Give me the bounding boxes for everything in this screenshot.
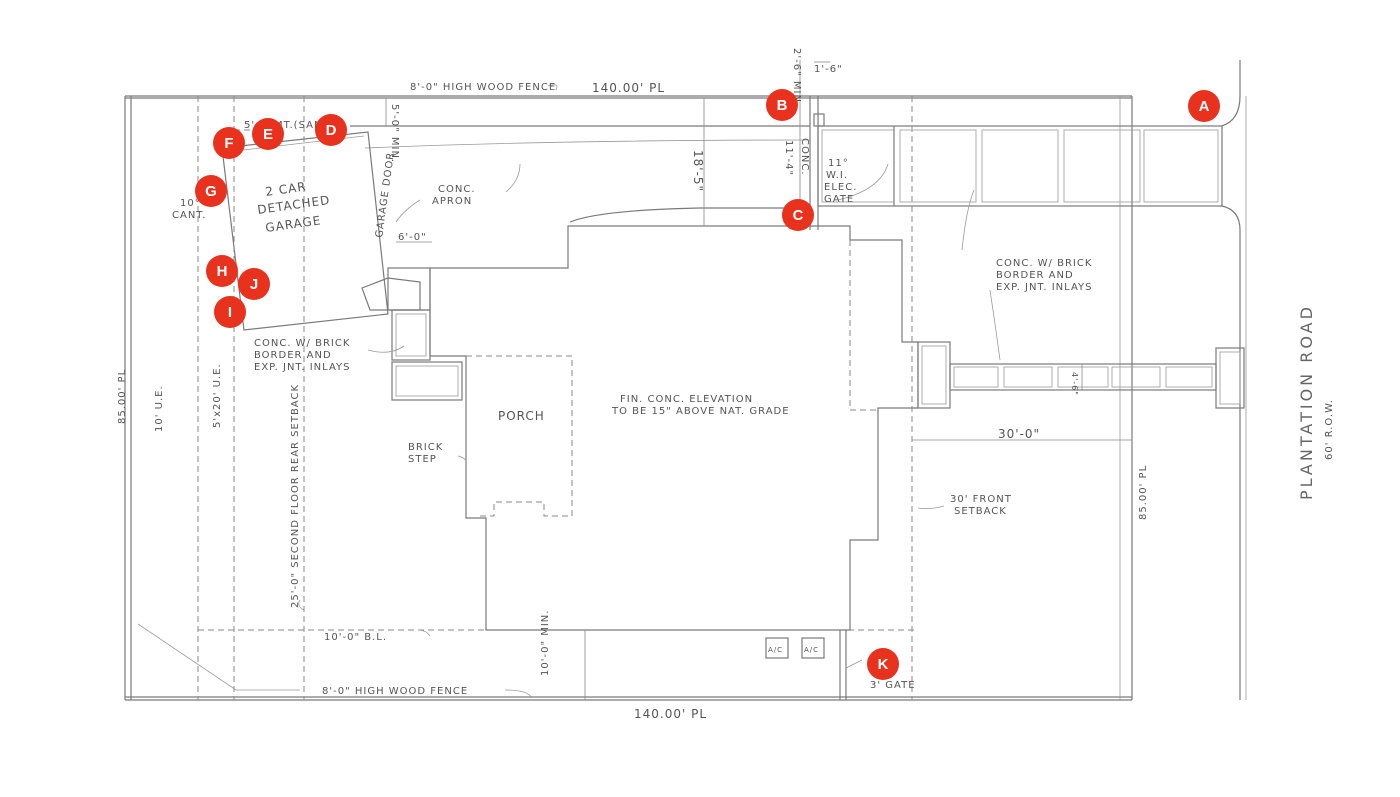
marker-g[interactable]: G <box>195 175 227 207</box>
min-10-label: 10'-0" MIN. <box>540 610 551 676</box>
setback-2-label: 2'-6" MIN. <box>791 48 802 107</box>
width-top-label: 140.00' PL <box>592 81 665 95</box>
conc-side-label: CONC. <box>799 138 810 176</box>
walk-left-label-3: EXP. JNT. INLAYS <box>254 362 350 373</box>
marker-c-label: C <box>793 207 804 224</box>
rear-setback-label: 25'-0" SECOND FLOOR REAR SETBACK <box>290 384 301 608</box>
gate-wi-label-4: GATE <box>824 194 854 205</box>
marker-e-label: E <box>263 126 273 143</box>
marker-b[interactable]: B <box>766 89 798 121</box>
gate-wi-label-3: ELEC. <box>824 182 857 193</box>
garage-label-3: GARAGE <box>264 213 322 235</box>
marker-c-dot <box>782 199 814 231</box>
front-walk <box>917 341 1245 409</box>
cant-label-1: 10° <box>180 198 201 209</box>
porch <box>466 355 573 517</box>
marker-i-dot <box>214 296 246 328</box>
gate-1-6-label: 1'-6" <box>814 64 843 75</box>
depth-right-label: 85.00' PL <box>1138 465 1149 520</box>
marker-b-dot <box>766 89 798 121</box>
marker-k[interactable]: K <box>867 648 899 680</box>
easement-top-label: 5' ESMT.(SAN.) <box>244 120 332 131</box>
road-edge <box>1221 60 1247 700</box>
marker-f-dot <box>213 127 245 159</box>
ue2-label: 5'x20' U.E. <box>212 363 223 428</box>
marker-d-label: D <box>326 122 337 139</box>
ac-2-label: A/C <box>804 646 819 654</box>
leader-arrows <box>137 84 1001 699</box>
marker-j-label: J <box>250 276 258 293</box>
depth-left-label: 85.00' PL <box>117 369 128 424</box>
drawing-labels: 8'-0" HIGH WOOD FENCE 140.00' PL 140.00'… <box>117 48 1335 721</box>
house-outline <box>429 225 919 631</box>
front-setback-label-2: SETBACK <box>954 506 1007 517</box>
ac-units-and-gate <box>765 630 863 700</box>
marker-h-dot <box>206 255 238 287</box>
bl-label: 10'-0" B.L. <box>324 632 387 643</box>
property-boundary <box>124 95 1133 701</box>
ue-label: 10' U.E. <box>154 385 165 432</box>
marker-j[interactable]: J <box>238 268 270 300</box>
brick-step-label-2: STEP <box>408 454 437 465</box>
markers: A B C D E F G H <box>195 89 1220 680</box>
marker-e[interactable]: E <box>252 118 284 150</box>
marker-j-dot <box>238 268 270 300</box>
walk-left-label-2: BORDER AND <box>254 350 332 361</box>
apron-label-1: CONC. <box>438 184 476 195</box>
detached-garage <box>221 131 389 331</box>
apron-label-2: APRON <box>432 196 472 207</box>
setback-5-label: 5'-0" MIN. <box>389 104 400 163</box>
fence-top-label: 8'-0" HIGH WOOD FENCE <box>410 82 556 93</box>
marker-f[interactable]: F <box>213 127 245 159</box>
marker-i-label: I <box>228 304 232 321</box>
marker-e-dot <box>252 118 284 150</box>
walk-right-label-1: CONC. W/ BRICK <box>996 258 1092 269</box>
walk-left-label-1: CONC. W/ BRICK <box>254 338 350 349</box>
marker-a-dot <box>1188 90 1220 122</box>
gate-wi-label-2: W.I. <box>826 170 848 181</box>
walkway-panels-top <box>813 113 1223 207</box>
garage-label-1: 2 CAR <box>264 179 307 199</box>
brick-planters <box>361 267 463 401</box>
cant-label-2: CANT. <box>172 210 206 221</box>
gate-wi-label-1: 11° <box>828 158 849 169</box>
front-setback-label-1: 30' FRONT <box>950 494 1012 505</box>
marker-a[interactable]: A <box>1188 90 1220 122</box>
conc-11-4-label: 11'-4" <box>783 140 794 176</box>
marker-g-label: G <box>205 183 217 200</box>
driveway <box>350 96 819 230</box>
marker-a-label: A <box>1199 98 1210 115</box>
marker-g-dot <box>195 175 227 207</box>
walk-right-label-3: EXP. JNT. INLAYS <box>996 282 1092 293</box>
six-ft-label: 6'-0" <box>398 232 427 243</box>
fence-bottom-label: 8'-0" HIGH WOOD FENCE <box>322 686 468 697</box>
marker-i[interactable]: I <box>214 296 246 328</box>
thirty-label: 30'-0" <box>998 427 1040 441</box>
ac-1-label: A/C <box>768 646 783 654</box>
four-six-label: 4'-6" <box>1070 372 1079 396</box>
three-gate-label: 3' GATE <box>870 680 916 691</box>
road-label: PLANTATION ROAD <box>1297 304 1316 500</box>
walk-right-label-2: BORDER AND <box>996 270 1074 281</box>
marker-h[interactable]: H <box>206 255 238 287</box>
dimension-lines <box>385 60 1132 700</box>
marker-f-label: F <box>224 135 233 152</box>
marker-b-label: B <box>777 97 788 114</box>
slab-label-1: FIN. CONC. ELEVATION <box>620 394 753 405</box>
slab-label-2: TO BE 15" ABOVE NAT. GRADE <box>611 406 790 417</box>
width-bottom-label: 140.00' PL <box>634 707 707 721</box>
marker-k-label: K <box>878 656 889 673</box>
brick-step-label-1: BRICK <box>408 442 443 453</box>
marker-k-dot <box>867 648 899 680</box>
depth-18-label: 18'-5" <box>691 150 705 192</box>
marker-d-dot <box>315 114 347 146</box>
marker-c[interactable]: C <box>782 199 814 231</box>
marker-h-label: H <box>217 263 228 280</box>
marker-d[interactable]: D <box>315 114 347 146</box>
row-label: 60' R.O.W. <box>1324 399 1335 460</box>
garage-door-label: GARAGE DOOR <box>374 151 397 238</box>
porch-label: PORCH <box>498 409 545 423</box>
